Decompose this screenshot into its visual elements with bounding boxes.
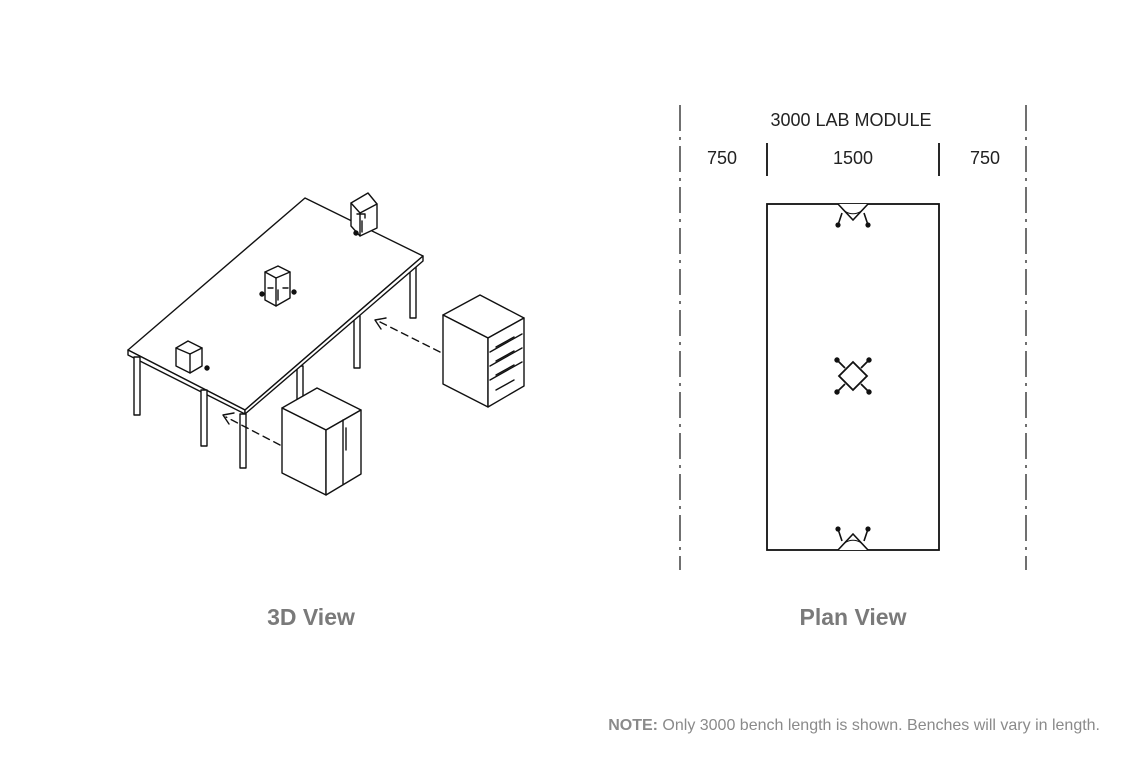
caption-plan-view: Plan View [799, 604, 907, 630]
module-label: 3000 LAB MODULE [770, 110, 931, 130]
table-leg-front-left [133, 356, 141, 416]
arrowhead-drawer [374, 317, 387, 330]
footnote-label: NOTE: [608, 717, 658, 734]
three-d-drawing [127, 192, 525, 496]
outlet-symbol-top [835, 203, 871, 228]
drawer-cabinet [442, 294, 525, 408]
outlet-box-back [350, 192, 378, 237]
outlet-symbol-bottom [835, 526, 871, 551]
outlet-box-center [259, 265, 297, 307]
dimension-left: 750 [707, 148, 737, 168]
dimension-center: 1500 [833, 148, 873, 168]
arrow-cupboard-to-table [225, 416, 281, 446]
dimension-right: 750 [970, 148, 1000, 168]
footnote: NOTE: Only 3000 bench length is shown. B… [608, 717, 1100, 735]
plan-drawing [679, 105, 1027, 570]
table-leg-front-mid [200, 389, 208, 447]
footnote-text: Only 3000 bench length is shown. Benches… [657, 717, 1100, 734]
outlet-symbol-center [834, 357, 872, 395]
outlet-box-front [175, 340, 210, 374]
arrow-drawer-to-table [377, 320, 441, 353]
table-leg-middle-right [353, 315, 361, 369]
cupboard-cabinet [281, 387, 362, 496]
arrowhead-cupboard [222, 412, 235, 425]
table-leg-front-right [239, 413, 247, 469]
caption-3d-view: 3D View [267, 604, 355, 630]
